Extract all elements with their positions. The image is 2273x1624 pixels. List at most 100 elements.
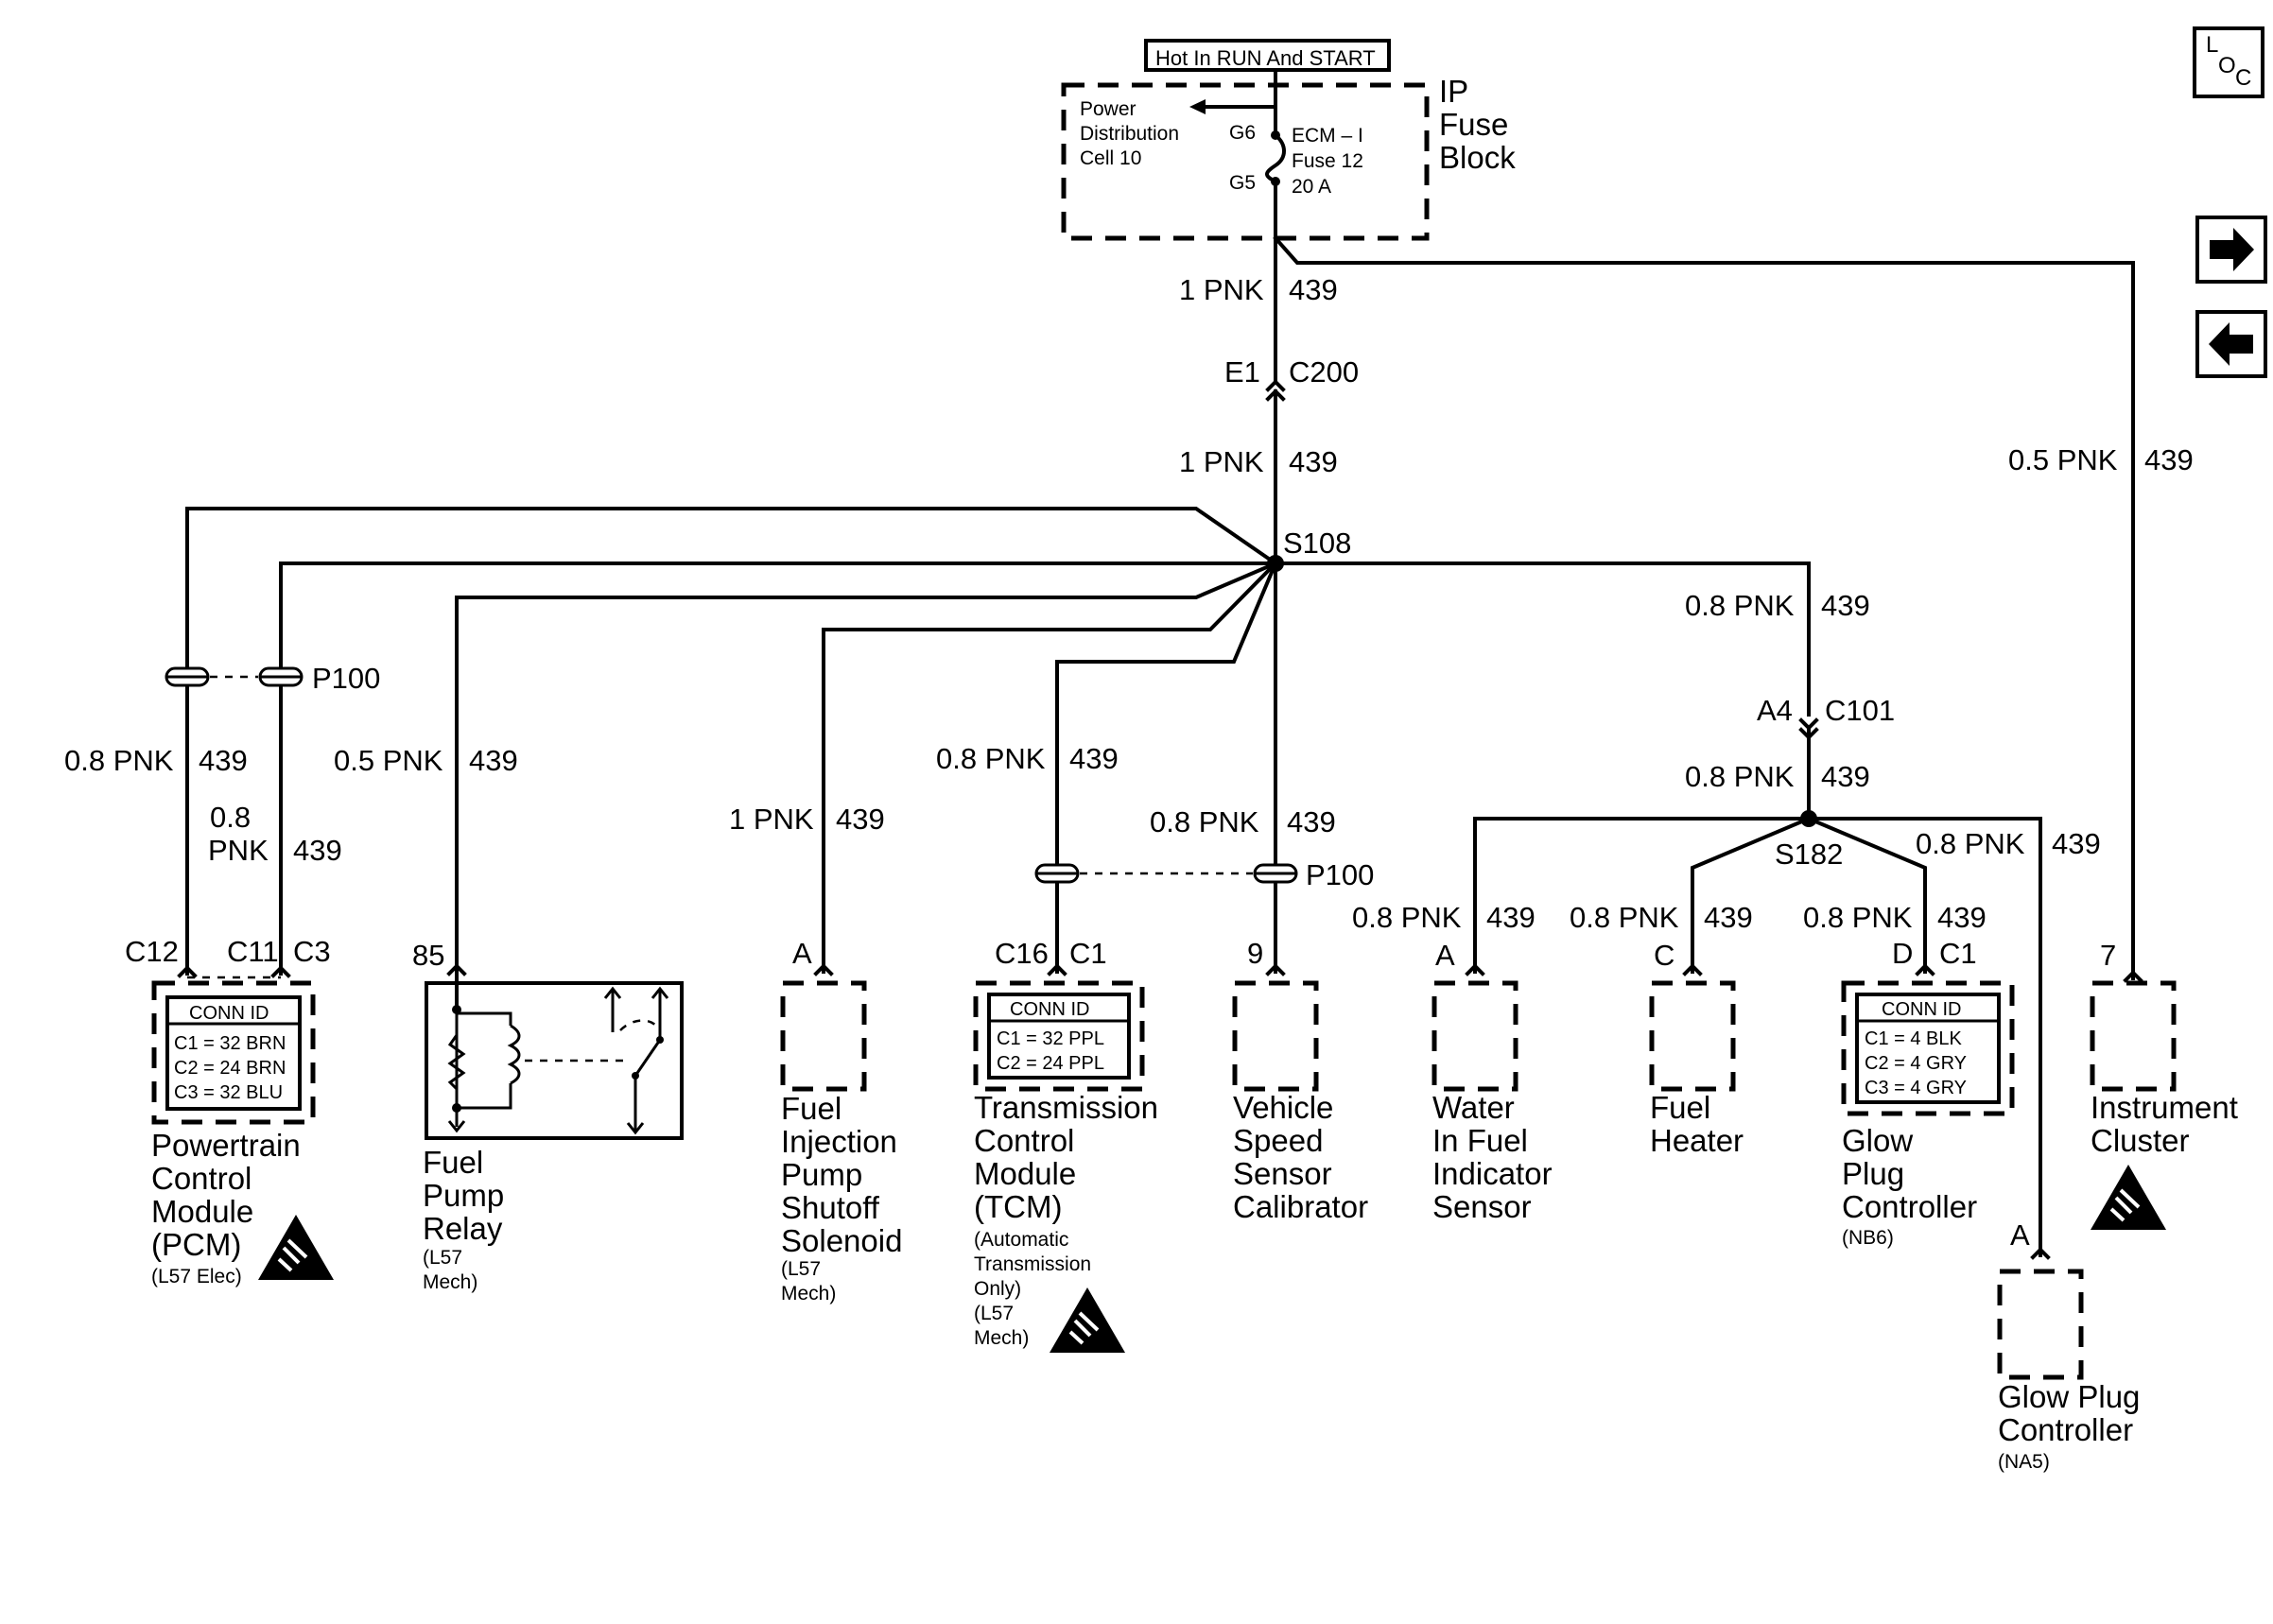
pin-gpc2-a: A — [2010, 1218, 2030, 1252]
w-right-low-num: 439 — [1821, 760, 1870, 793]
pcm-conn-row-3: C3 = 32 BLU — [174, 1082, 283, 1103]
pin-ic-7: 7 — [2100, 939, 2116, 972]
vss-name-3: Sensor — [1233, 1156, 1332, 1191]
tcm-name-3: Module — [974, 1156, 1076, 1191]
c200-name: C200 — [1289, 355, 1359, 389]
wire-to-fips — [822, 561, 1278, 974]
wire-to-instrument-cluster — [1273, 235, 2135, 980]
relay-switch-icon — [633, 1039, 662, 1077]
w-main-top-num: 439 — [1289, 273, 1338, 306]
pin-wif-a: A — [1435, 939, 1455, 972]
fips-note-1: (L57 — [781, 1258, 821, 1280]
w-gpc2-size: 0.8 PNK — [1916, 827, 2025, 860]
pin-gpc-d: D — [1892, 937, 1913, 970]
tcm-note-5: Mech) — [974, 1327, 1029, 1349]
w-pcm1-num: 439 — [199, 744, 248, 777]
tcm-note-1: (Automatic — [974, 1229, 1068, 1251]
w-gpc-num: 439 — [1937, 901, 1987, 934]
pin-pcm-c12: C12 — [125, 935, 179, 968]
nav-buttons: L O C — [2193, 26, 2267, 378]
w-right-low-size: 0.8 PNK — [1685, 760, 1795, 793]
wire-to-tcm — [1055, 561, 1278, 974]
pcm-conn-title: CONN ID — [189, 1003, 269, 1024]
pin-tcm-c16: C16 — [995, 937, 1049, 970]
c101-pin: A4 — [1757, 694, 1793, 727]
pdc-label-3: Cell 10 — [1080, 147, 1141, 169]
hot-label-box — [1144, 39, 1391, 72]
wire-to-pcm-c3 — [279, 561, 1277, 976]
w-main-mid-num: 439 — [1289, 445, 1338, 478]
tcm-conn-row-2: C2 = 24 PPL — [997, 1053, 1104, 1074]
fips-name-3: Pump — [781, 1157, 862, 1192]
pcm-conn-row-1: C1 = 32 BRN — [174, 1033, 286, 1054]
loc-l: L — [2206, 32, 2218, 58]
fips-component: Fuel Injection Pump Shutoff Solenoid (L5… — [780, 980, 902, 1304]
vss-name-4: Calibrator — [1233, 1189, 1368, 1224]
pcm-name-3: Module — [151, 1194, 253, 1229]
w-fh-size: 0.8 PNK — [1570, 901, 1679, 934]
next-page-button[interactable] — [2195, 216, 2267, 284]
w-vss-size: 0.8 PNK — [1150, 805, 1259, 838]
w-gpc2-num: 439 — [2052, 827, 2101, 860]
location-button-frame — [2193, 26, 2264, 98]
pdc-arrow-icon — [1189, 99, 1206, 114]
w-wif-num: 439 — [1486, 901, 1536, 934]
w-fips-num: 439 — [836, 803, 885, 836]
arrow-right-icon — [2210, 228, 2254, 271]
wif-sensor-component: Water In Fuel Indicator Sensor — [1431, 980, 1553, 1224]
gpc2-note: (NA5) — [1998, 1451, 2050, 1473]
w-ic-num: 439 — [2144, 443, 2194, 476]
next-button-frame — [2195, 216, 2267, 284]
tcm-note-4: (L57 — [974, 1303, 1014, 1324]
c101-name: C101 — [1825, 694, 1895, 727]
ic-name-2: Cluster — [2091, 1123, 2190, 1158]
wire-to-fuel-heater — [1691, 816, 1812, 974]
prev-button-frame — [2195, 310, 2267, 378]
w-pcm1-size: 0.8 PNK — [64, 744, 174, 777]
tcm-note-2: Transmission — [974, 1253, 1091, 1275]
instrument-cluster-component: Instrument Cluster — [2090, 980, 2238, 1230]
tcm-name-4: (TCM) — [974, 1189, 1062, 1224]
wif-name-2: In Fuel — [1432, 1123, 1528, 1158]
pin-gpc-c1: C1 — [1939, 937, 1977, 970]
ip-fuse-block-outline — [1061, 82, 1430, 241]
wif-name-3: Indicator — [1432, 1156, 1553, 1191]
gpc-conn-row-2: C2 = 4 GRY — [1865, 1053, 1967, 1074]
w-right-num: 439 — [1821, 589, 1870, 622]
pin-relay-85: 85 — [412, 939, 444, 972]
tcm-conn-title: CONN ID — [1010, 999, 1089, 1020]
w-tcm-num: 439 — [1069, 742, 1119, 775]
wif-name-1: Water — [1432, 1090, 1515, 1125]
pdc-label-1: Power — [1080, 98, 1136, 120]
pin-g5: G5 — [1229, 172, 1256, 194]
gpc-conn-row-1: C1 = 4 BLK — [1865, 1028, 1963, 1049]
fips-name-1: Fuel — [781, 1091, 842, 1126]
gpc-note: (NB6) — [1842, 1227, 1894, 1249]
w-fips-size: 1 PNK — [729, 803, 814, 836]
pin-vss-9: 9 — [1247, 937, 1263, 970]
fips-note-2: Mech) — [781, 1283, 836, 1304]
esd-warning-icon — [1050, 1287, 1125, 1353]
pdc-label-2: Distribution — [1080, 123, 1179, 145]
c200-pin: E1 — [1224, 355, 1260, 389]
wire-to-fuel-pump-relay — [455, 561, 1278, 974]
w-gpc-size: 0.8 PNK — [1803, 901, 1913, 934]
gpc-name-3: Controller — [1842, 1189, 1977, 1224]
w-wif-size: 0.8 PNK — [1352, 901, 1462, 934]
right-branches — [1274, 561, 2042, 1257]
fips-name-4: Shutoff — [781, 1190, 880, 1225]
previous-page-button[interactable] — [2195, 310, 2267, 378]
location-button[interactable]: L O C — [2193, 26, 2264, 98]
pin-fh-c: C — [1654, 939, 1674, 972]
c200-connector-icon — [1265, 379, 1286, 392]
tcm-name-1: Transmission — [974, 1090, 1158, 1125]
fuse-icon — [1265, 132, 1286, 184]
pcm-conn-row-2: C2 = 24 BRN — [174, 1058, 286, 1079]
splice-s182-label: S182 — [1775, 838, 1843, 871]
tcm-component: CONN ID C1 = 32 PPL C2 = 24 PPL Transmis… — [973, 980, 1158, 1353]
w-main-top-size: 1 PNK — [1179, 273, 1264, 306]
fuse-label-1: ECM – I — [1292, 125, 1363, 147]
relay-name-1: Fuel — [423, 1145, 483, 1180]
wire-to-gpc-na5 — [1807, 817, 2042, 1257]
